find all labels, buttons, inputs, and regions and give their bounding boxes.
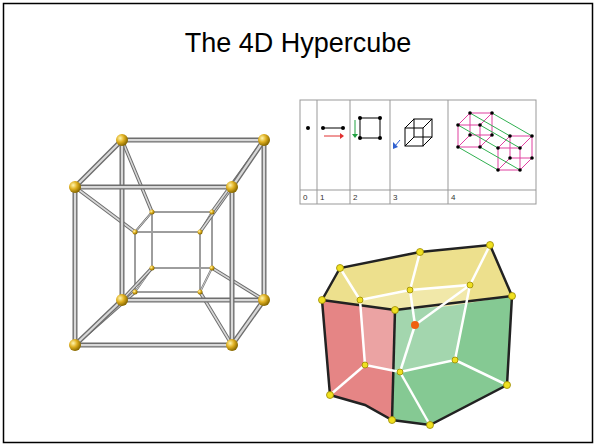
hypercube-edge xyxy=(200,268,212,292)
hypercube-edge xyxy=(199,232,201,292)
hypercube-edge xyxy=(122,298,264,303)
hypercube-edge xyxy=(75,344,232,346)
hypercube-edge xyxy=(152,267,212,269)
dimension-number: 1 xyxy=(320,193,324,202)
vertex-sphere xyxy=(116,294,128,306)
vertex-sphere xyxy=(258,134,270,146)
vertex-sphere xyxy=(116,134,128,146)
hypercube-edge xyxy=(73,187,78,345)
hypercube-edge xyxy=(135,232,200,233)
hypercube-edge xyxy=(212,212,213,268)
hypercube-edge xyxy=(232,140,264,187)
hypercube-edge xyxy=(230,187,235,345)
vertex-sphere xyxy=(210,266,215,271)
tesseract-wireframe xyxy=(69,134,270,351)
hypercube-edge xyxy=(75,292,135,345)
hypercube-edge xyxy=(152,268,212,269)
hypercube-edge xyxy=(120,140,125,300)
hypercube-edge xyxy=(200,232,201,292)
hypercube-edge xyxy=(211,212,213,268)
hypercube-edge xyxy=(122,268,152,300)
hypercube-edge xyxy=(135,212,152,232)
dimension-number: 2 xyxy=(353,193,357,202)
hypercube-edge xyxy=(75,140,122,187)
vertex-sphere xyxy=(198,230,203,235)
hypercube-edge xyxy=(151,212,153,268)
hypercube-edge xyxy=(263,140,265,300)
dimension-number: 0 xyxy=(303,193,307,202)
vertex-sphere xyxy=(226,181,238,193)
vertex-sphere xyxy=(133,290,138,295)
vertex-sphere xyxy=(150,266,155,271)
hypercube-edge xyxy=(75,186,232,188)
hypercube-edge xyxy=(75,187,135,232)
slide-title: The 4D Hypercube xyxy=(0,28,596,59)
hypercube-edge xyxy=(75,187,135,232)
hypercube-edge xyxy=(122,268,152,300)
hypercube-edge xyxy=(121,140,123,300)
hypercube-edge xyxy=(135,231,200,233)
dimension-number: 4 xyxy=(451,193,455,202)
hypercube-edge xyxy=(75,292,135,345)
hypercube-edge xyxy=(232,300,264,345)
hypercube-edge xyxy=(74,187,76,345)
hypercube-edge xyxy=(75,343,232,348)
hypercube-edge xyxy=(135,292,200,293)
hypercube-edge xyxy=(212,140,264,212)
hypercube-edge xyxy=(262,140,267,300)
hypercube-edge xyxy=(152,212,153,268)
vertex-sphere xyxy=(198,290,203,295)
hypercube-edge xyxy=(232,300,264,345)
dimension-strip xyxy=(300,100,536,204)
vertex-sphere xyxy=(133,230,138,235)
hypercube-edge xyxy=(75,185,232,190)
dimension-number: 3 xyxy=(393,193,397,202)
hypercube-edge xyxy=(135,232,136,292)
hypercube-edge xyxy=(212,140,264,212)
tesseract-projection xyxy=(319,242,516,429)
hypercube-edge xyxy=(135,291,200,293)
vertex-sphere xyxy=(69,181,81,193)
hypercube-edge xyxy=(122,139,264,141)
slide-frame xyxy=(4,4,593,443)
hypercube-edge xyxy=(75,140,122,187)
hypercube-edge xyxy=(152,211,212,213)
hypercube-edge xyxy=(152,212,212,213)
hypercube-edge xyxy=(75,300,122,345)
hypercube-edge xyxy=(75,300,122,345)
vertex-sphere xyxy=(210,210,215,215)
hypercube-edge xyxy=(122,140,152,212)
hypercube-edge xyxy=(232,140,264,187)
hypercube-edge xyxy=(200,268,212,292)
vertex-sphere xyxy=(69,339,81,351)
hypercube-edge xyxy=(212,268,264,300)
hypercube-edge xyxy=(135,212,152,232)
hypercube-edge xyxy=(122,138,264,143)
hypercube-edge xyxy=(122,140,152,212)
hypercube-edge xyxy=(231,187,233,345)
vertex-sphere xyxy=(258,294,270,306)
vertex-sphere xyxy=(226,339,238,351)
vertex-sphere xyxy=(150,210,155,215)
hypercube-edge xyxy=(122,299,264,301)
hypercube-edge xyxy=(212,268,264,300)
